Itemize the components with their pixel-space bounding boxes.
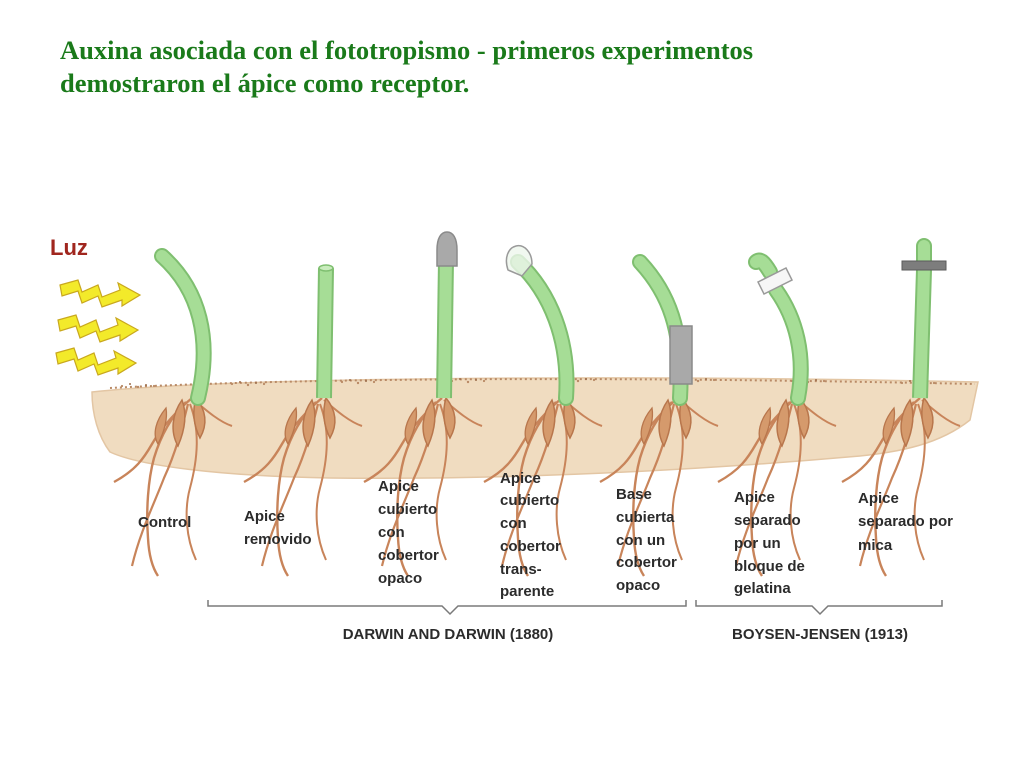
opaque-cap-icon (436, 231, 458, 267)
seedling-opaque-tip-cover (362, 231, 484, 578)
label-mica-plate: Apice separado por mica (858, 490, 957, 554)
seedling-control (112, 248, 234, 578)
bracket-boysen-jensen (695, 600, 943, 616)
slide-title-line-1: Auxina asociada con el fototropismo - pr… (60, 35, 754, 65)
label-gelatin-block: Apice separado por un bloque de gelatina (734, 489, 809, 597)
slide-title: Auxina asociada con el fototropismo - pr… (60, 34, 1000, 100)
light-arrow-icon (57, 314, 140, 343)
label-opaque-tip-cover: Apice cubierto con cobertor opaco (378, 478, 443, 587)
seedling-mica-plate (840, 238, 962, 578)
label-tip-removed: Apice removido (244, 508, 312, 548)
seedling-tip-removed (242, 264, 364, 578)
label-control: Control (138, 514, 191, 531)
seedling-transparent-tip-cover (482, 244, 604, 578)
group-label-boysen-jensen: BOYSEN-JENSEN (1913) (732, 626, 908, 643)
seedling-gelatin-block (716, 252, 838, 578)
bracket-darwin (207, 600, 687, 616)
transparent-cap-icon (505, 244, 533, 277)
label-transparent-tip-cover: Apice cubierto con cobertor trans- paren… (500, 470, 565, 600)
group-label-darwin: DARWIN AND DARWIN (1880) (343, 626, 554, 643)
light-label: Luz (50, 235, 88, 260)
opaque-sleeve-icon (669, 325, 693, 385)
gelatin-block-icon (756, 266, 794, 296)
label-opaque-base-cover: Base cubierta con un cobertor opaco (616, 486, 681, 594)
light-arrow-icon (59, 279, 142, 308)
light-arrow-icon (55, 347, 138, 376)
mica-plate-icon (901, 260, 947, 271)
slide-title-line-2: demostraron el ápice como receptor. (60, 68, 470, 98)
seedling-opaque-base-cover (598, 254, 720, 578)
